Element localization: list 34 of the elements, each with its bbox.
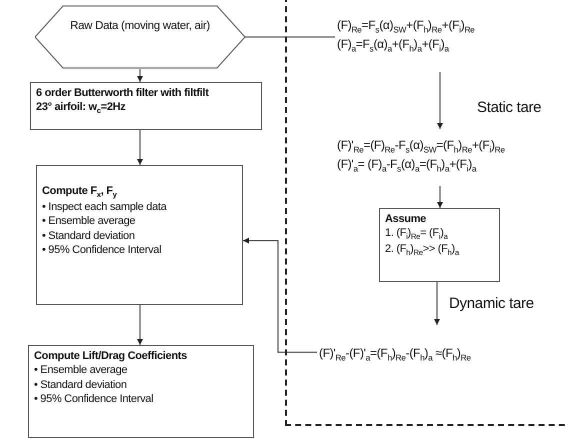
arrow [242,238,318,353]
list-item: • Ensemble average [34,363,128,378]
arrow [434,282,440,326]
list-item: • Ensemble average [42,214,136,229]
heading: 6 order Butterworth filter with filtfilt [36,86,210,100]
list-item: • 95% Confidence Interval [42,243,162,258]
list-item: • Standard deviation [34,378,128,392]
arrow [137,68,143,82]
data-hexagon [35,5,245,69]
equation: (F)$_{Re}$=F$_{s}$(α)$_{SW}$+(F$_{h}$)$_{Re}$+(F$_{i}$)$_{Re}$ [337,17,476,36]
list-item: • Standard deviation [42,228,136,244]
process-box [36,165,243,305]
list-item: 1. (F$_{i}$)$_{Re}$= (F$_{i}$)$_{a}$ [385,226,449,242]
arrow [137,130,143,166]
list-item: 2. (F$_{h}$)$_{Re}$>> (F$_{h}$)$_{a}$ [385,242,460,259]
equation: (F)$_{a}$=F$_{s}$(α)$_{a}$+(F$_{h}$)$_{a}$+(F$_{i}$)$_{a}$ [337,36,450,54]
equation: (F)'$_{a}$= (F)$_{a}$-F$_{s}$(α)$_{a}$=(F$_{h}$)$_{a}$+(F$_{i}$)$_{a}$ [337,156,478,174]
heading: Compute F$_{x}$, F$_{y}$ [42,184,118,200]
arrow [437,72,443,130]
arrow [437,186,443,208]
list-item: Raw Data (moving water, air) [69,19,211,34]
heading: Compute Lift/Drag Coefficients [34,349,188,364]
equation: (F)'$_{Re}$=(F)$_{Re}$-F$_{s}$(α)$_{SW}$=(F$_{h}$)$_{Re}$+(F$_{i}$)$_{Re}$ [337,137,506,156]
list-item: • 95% Confidence Interval [34,392,154,406]
arrow [137,304,143,346]
heading: 23° airfoil: w$_{c}$=2Hz [36,100,126,116]
step-label: Static tare [477,99,542,117]
heading: Assume [385,212,427,226]
process-box [28,345,254,438]
process-box [379,208,500,282]
process-box [30,82,262,130]
equation: (F)'$_{Re}$-(F)'$_{a}$=(F$_{h}$)$_{Re}$-(F$_{h}$)$_{a}$ ≈(F$_{h}$)$_{Re}$ [319,345,472,364]
step-label: Dynamic tare [449,295,535,313]
list-item: • Inspect each sample data [42,200,168,214]
